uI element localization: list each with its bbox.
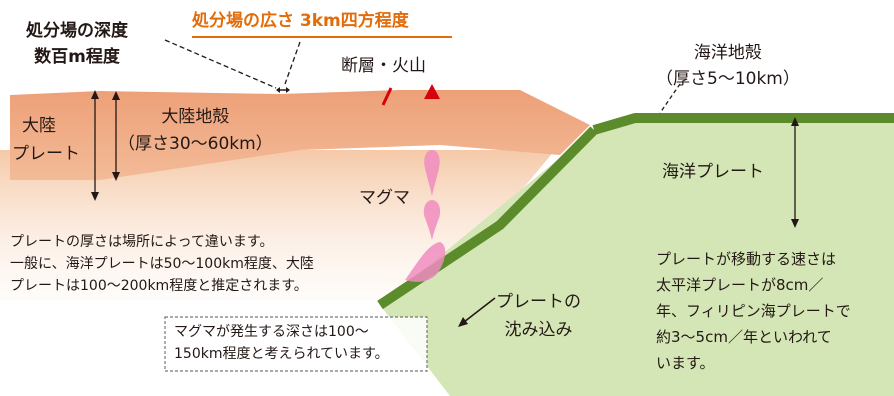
magma-depth-note-line-1: マグマが発生する深さは100〜 [174, 324, 369, 340]
depth-label-line-1: 処分場の深度 [26, 21, 128, 41]
plate-speed-note: プレートが移動する速さは 太平洋プレートが8cm／ 年、フィリピン海プレートで … [656, 246, 851, 376]
continental-crust-label-line-2: （厚さ30〜60km） [118, 134, 273, 154]
fault-volcano-label: 断層・火山 [341, 56, 426, 76]
plate-speed-note-line-1: プレートが移動する速さは [656, 250, 837, 268]
continental-plate-label-line-2: プレート [12, 144, 80, 164]
plate-speed-note-line-5: います。 [656, 354, 715, 372]
magma-blob-middle [423, 200, 441, 240]
plate-thickness-note: プレートの厚さは場所によって違います。 一般に、海洋プレートは50〜100km程… [10, 231, 314, 297]
magma-depth-note: マグマが発生する深さは100〜 150km程度と考えられています。 [174, 321, 389, 365]
continental-crust-label: 大陸地殻 （厚さ30〜60km） [118, 104, 273, 158]
plate-thickness-note-line-2: 一般に、海洋プレートは50〜100km程度、大陸 [10, 256, 314, 272]
size-leader-line [284, 41, 301, 85]
volcano-icon [424, 84, 440, 99]
oceanic-plate-label: 海洋プレート [662, 162, 764, 182]
size-label: 処分場の広さ 3km四方程度 [192, 11, 409, 31]
disposal-site-marker [276, 87, 290, 93]
oceanic-crust-label-line-1: 海洋地殻 [693, 43, 762, 63]
continental-crust [10, 90, 590, 180]
oceanic-crust-leader-line [659, 83, 681, 114]
depth-label: 処分場の深度 数百m程度 [26, 18, 128, 70]
magma-blob-lower [405, 242, 446, 282]
depth-label-line-2: 数百m程度 [34, 47, 120, 67]
plate-thickness-note-line-1: プレートの厚さは場所によって違います。 [10, 234, 274, 250]
oceanic-plate-thickness-arrow [791, 117, 799, 228]
continental-crust-label-line-1: 大陸地殻 [161, 107, 230, 127]
magma-blob-upper [424, 150, 440, 196]
oceanic-crust-label-line-2: （厚さ5〜10km） [656, 69, 800, 89]
subduction-label: プレートの 沈み込み [496, 288, 581, 344]
plate-thickness-note-line-3: プレートは100〜200km程度と推定されます。 [10, 278, 308, 294]
continental-plate-label: 大陸 プレート [12, 112, 80, 168]
subduction-arrow [458, 297, 496, 327]
plate-speed-note-line-3: 年、フィリピン海プレートで [656, 302, 851, 320]
magma-depth-note-box [164, 316, 428, 372]
oceanic-plate-body [380, 118, 894, 396]
subduction-label-line-1: プレートの [496, 292, 581, 312]
magma-depth-note-line-2: 150km程度と考えられています。 [174, 346, 389, 362]
oceanic-crust-label: 海洋地殻 （厚さ5〜10km） [656, 40, 800, 92]
fault-line [381, 87, 393, 106]
magma-label: マグマ [359, 188, 410, 208]
depth-leader-line [164, 39, 277, 89]
continental-plate-label-line-1: 大陸 [22, 116, 56, 136]
oceanic-crust-band [592, 113, 894, 135]
plate-speed-note-line-4: 約3〜5cm／年といわれて [656, 328, 832, 346]
continental-plate-thickness-arrow [91, 90, 99, 201]
continental-crust-thickness-arrow [112, 91, 120, 181]
continental-plate [0, 150, 555, 300]
plate-speed-note-line-2: 太平洋プレートが8cm／ [656, 276, 824, 294]
subduction-label-line-2: 沈み込み [504, 320, 573, 340]
